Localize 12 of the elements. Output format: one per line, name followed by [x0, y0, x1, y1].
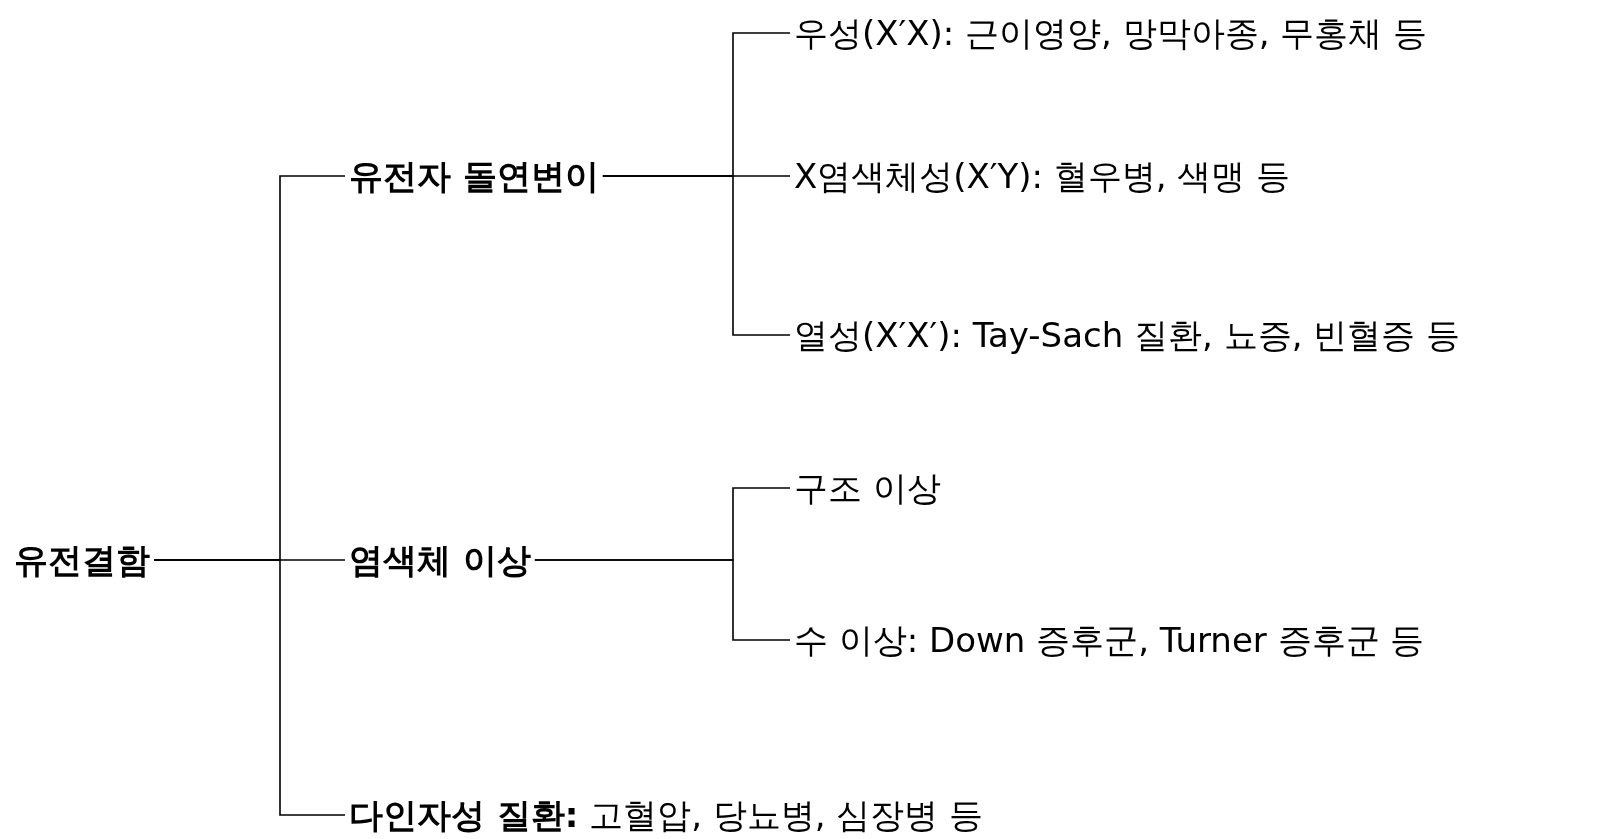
- category-label: 유전자 돌연변이: [345, 155, 603, 197]
- root-label: 유전결함: [10, 539, 154, 581]
- item-label: 수 이상: Down 증후군, Turner 증후군 등: [790, 619, 1429, 661]
- tree-connector: [153, 559, 346, 816]
- tree-connector: [602, 175, 791, 336]
- item-label: 열성(X′X′): Tay-Sach 질환, 뇨증, 빈혈증 등: [790, 314, 1465, 356]
- tree-connector: [534, 559, 791, 641]
- category-label: 다인자성 질환: 고혈압, 당뇨병, 심장병 등: [345, 794, 988, 836]
- item-label: 구조 이상: [790, 467, 945, 509]
- category-label: 염색체 이상: [345, 539, 535, 581]
- item-label: 우성(X′X): 근이영양, 망막아종, 무홍채 등: [790, 12, 1432, 54]
- item-label: X염색체성(X′Y): 혈우병, 색맹 등: [790, 155, 1295, 197]
